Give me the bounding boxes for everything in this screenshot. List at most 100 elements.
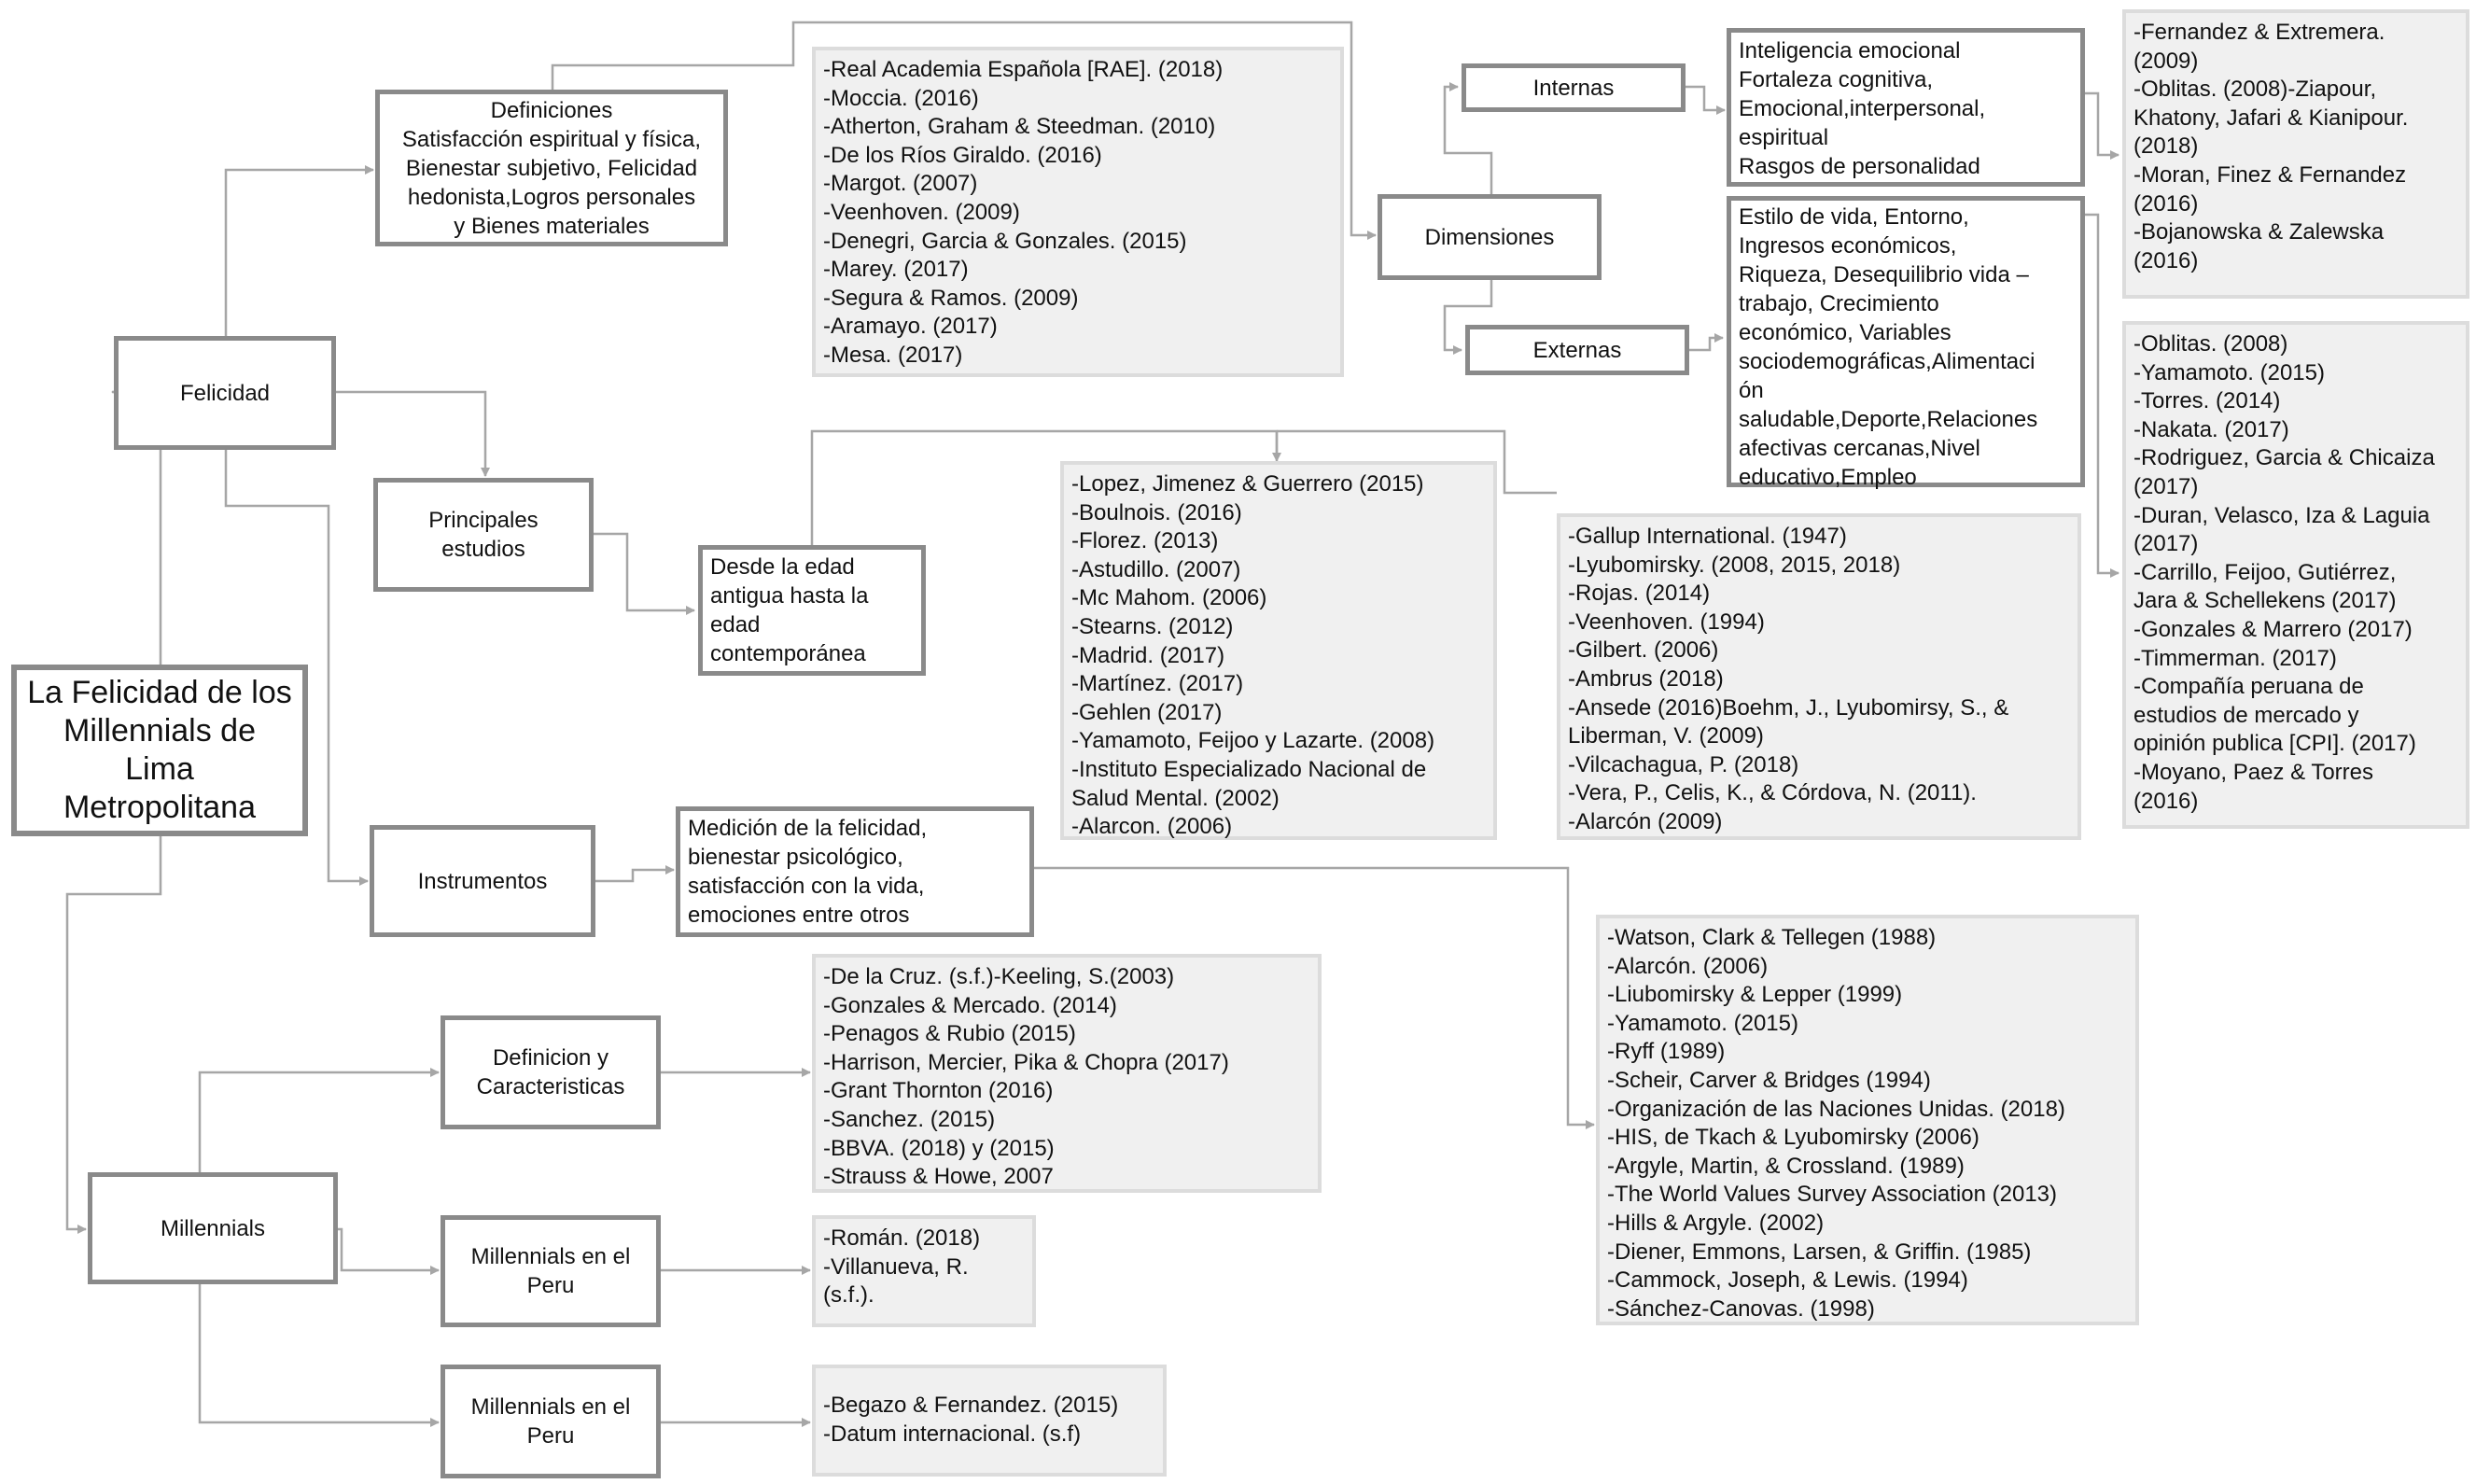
reference-item: (2017) bbox=[2133, 531, 2199, 557]
reference-item: -Sánchez-Canovas. (1998) bbox=[1607, 1295, 1875, 1322]
edge-millennials-peru1 bbox=[338, 1227, 440, 1275]
estudios-refs-b: -Gallup International. (1947) -Lyubomirs… bbox=[1557, 513, 2081, 840]
instrumentos-detail[interactable]: Medición de la felicidad, bienestar psic… bbox=[676, 806, 1034, 937]
instrumentos-node[interactable]: Instrumentos bbox=[370, 825, 595, 937]
reference-item: -Villanueva, R. bbox=[823, 1253, 969, 1280]
externas-node[interactable]: Externas bbox=[1465, 325, 1689, 375]
internas-refs: -Fernandez & Extremera. (2009) -Oblitas.… bbox=[2122, 9, 2469, 299]
reference-item: estudios de mercado y bbox=[2133, 702, 2359, 728]
reference-item: -Watson, Clark & Tellegen (1988) bbox=[1607, 925, 1937, 950]
reference-item: -Hills & Argyle. (2002) bbox=[1607, 1210, 1825, 1236]
reference-item: -Ambrus (2018) bbox=[1568, 665, 1724, 692]
root-line: La Felicidad de los bbox=[27, 675, 292, 710]
reference-item: -Gilbert. (2006) bbox=[1568, 637, 1719, 664]
reference-item: -De los Ríos Giraldo. (2016) bbox=[823, 142, 1102, 168]
instrumentos-detail-line: Medición de la felicidad, bbox=[688, 816, 928, 841]
reference-item: -Yamamoto. (2015) bbox=[2133, 359, 2325, 385]
edge-dimensiones-externas bbox=[1443, 278, 1493, 355]
estudios-refs-a: -Lopez, Jimenez & Guerrero (2015) -Bouln… bbox=[1060, 461, 1497, 840]
desde-line: antigua hasta la bbox=[710, 583, 869, 609]
reference-item: -Oblitas. (2008) bbox=[2133, 331, 2288, 357]
dimensiones-node[interactable]: Dimensiones bbox=[1378, 194, 1602, 280]
externas-detail-line: económico, Variables bbox=[1739, 320, 1951, 345]
externas-detail-line: saludable,Deporte,Relaciones bbox=[1739, 407, 2038, 432]
reference-item: -Aramayo. (2017) bbox=[823, 314, 998, 340]
reference-item: (2016) bbox=[2133, 190, 2199, 217]
reference-item: -Alarcon. (2006) bbox=[1071, 814, 1233, 840]
reference-item: -Lyubomirsky. (2008, 2015, 2018) bbox=[1568, 552, 1901, 578]
reference-item: (2016) bbox=[2133, 788, 2199, 814]
reference-item: -Astudillo. (2007) bbox=[1071, 556, 1241, 582]
reference-item: -Atherton, Graham & Steedman. (2010) bbox=[823, 114, 1216, 140]
millennials-node[interactable]: Millennials bbox=[88, 1172, 338, 1284]
externas-detail-line: afectivas cercanas,Nivel bbox=[1739, 436, 1980, 461]
reference-item: -Moccia. (2016) bbox=[823, 85, 979, 111]
root-node[interactable]: La Felicidad de los Millennials de Lima … bbox=[11, 665, 308, 836]
definiciones-line: hedonista,Logros personales bbox=[407, 184, 696, 210]
internas-label: Internas bbox=[1532, 75, 1615, 101]
externas-detail[interactable]: Estilo de vida, Entorno, Ingresos económ… bbox=[1727, 196, 2085, 490]
reference-item: Jara & Schellekens (2017) bbox=[2133, 588, 2397, 614]
definicion-refs: -De la Cruz. (s.f.)-Keeling, S.(2003) -G… bbox=[812, 954, 1322, 1193]
reference-item: -Florez. (2013) bbox=[1071, 528, 1219, 554]
internas-node[interactable]: Internas bbox=[1462, 63, 1686, 112]
reference-item: -Rojas. (2014) bbox=[1568, 581, 1711, 607]
definicion-line: Definicion y bbox=[492, 1045, 609, 1071]
externas-detail-line: trabajo, Crecimiento bbox=[1739, 291, 1939, 316]
reference-item: Liberman, V. (2009) bbox=[1568, 723, 1764, 749]
reference-item: -Gehlen (2017) bbox=[1071, 699, 1223, 725]
reference-item: -BBVA. (2018) y (2015) bbox=[823, 1135, 1055, 1161]
millennials-peru-node-1[interactable]: Millennials en el Peru bbox=[441, 1215, 661, 1327]
reference-item: (s.f.). bbox=[823, 1282, 874, 1309]
reference-item: -Marey. (2017) bbox=[823, 257, 969, 283]
reference-item: -Scheir, Carver & Bridges (1994) bbox=[1607, 1067, 1931, 1093]
definiciones-node[interactable]: Definiciones Satisfacción espiritual y f… bbox=[375, 90, 728, 246]
reference-item: -Diener, Emmons, Larsen, & Griffin. (198… bbox=[1607, 1239, 2032, 1265]
millennials-label: Millennials bbox=[160, 1215, 266, 1241]
estudios-node[interactable]: Principales estudios bbox=[373, 478, 594, 592]
felicidad-node[interactable]: Felicidad bbox=[114, 336, 336, 450]
reference-item: -Strauss & Howe, 2007 bbox=[823, 1164, 1054, 1190]
edge-internas-refs bbox=[2081, 91, 2119, 160]
edge-root-millennials bbox=[65, 836, 162, 1234]
edge-estudios-desde bbox=[594, 532, 695, 615]
edge-felicidad-definiciones bbox=[224, 165, 374, 336]
reference-item: -Román. (2018) bbox=[823, 1225, 981, 1251]
reference-item: -Yamamoto. (2015) bbox=[1607, 1010, 1798, 1036]
externas-detail-line: sociodemográficas,Alimentaci bbox=[1739, 349, 2035, 374]
reference-item: -Real Academia Española [RAE]. (2018) bbox=[823, 57, 1224, 82]
estudios-line: estudios bbox=[441, 537, 525, 562]
desde-line: Desde la edad bbox=[710, 554, 855, 580]
reference-item: -Moran, Finez & Fernandez bbox=[2133, 161, 2407, 188]
externas-detail-line: Riqueza, Desequilibrio vida – bbox=[1739, 262, 2029, 287]
reference-item: -Gallup International. (1947) bbox=[1568, 524, 1847, 549]
edge-externas-detail bbox=[1689, 333, 1724, 352]
felicidad-label: Felicidad bbox=[179, 380, 271, 406]
definicion-line: Caracteristicas bbox=[476, 1074, 625, 1099]
internas-detail-line: Inteligencia emocional bbox=[1739, 38, 1961, 63]
definicion-caracteristicas-node[interactable]: Definicion y Caracteristicas bbox=[441, 1015, 661, 1129]
desde-la-edad-node[interactable]: Desde la edad antigua hasta la edad cont… bbox=[698, 545, 926, 676]
edge-instrumentos-detail bbox=[595, 865, 675, 883]
internas-detail-line: Fortaleza cognitiva, bbox=[1739, 67, 1934, 92]
reference-item: -Harrison, Mercier, Pika & Chopra (2017) bbox=[823, 1049, 1229, 1075]
reference-item: (2018) bbox=[2133, 133, 2199, 160]
definiciones-line: Definiciones bbox=[490, 97, 613, 123]
externas-label: Externas bbox=[1532, 337, 1622, 363]
externas-detail-line: Estilo de vida, Entorno, bbox=[1739, 204, 1969, 230]
instrumentos-detail-line: satisfacción con la vida, bbox=[688, 874, 925, 899]
edge-millennials-definicion bbox=[198, 1068, 440, 1172]
peru-line: Peru bbox=[526, 1273, 575, 1298]
reference-item: -Grant Thornton (2016) bbox=[823, 1078, 1054, 1104]
reference-item: -Veenhoven. (1994) bbox=[1568, 609, 1765, 635]
peru-line: Millennials en el bbox=[470, 1244, 631, 1269]
externas-detail-line: ón bbox=[1739, 378, 1764, 403]
reference-item: -Madrid. (2017) bbox=[1071, 642, 1225, 668]
reference-item: -Oblitas. (2008)-Ziapour, bbox=[2133, 77, 2377, 103]
externas-detail-line: Ingresos económicos, bbox=[1739, 233, 1957, 259]
millennials-peru-node-2[interactable]: Millennials en el Peru bbox=[441, 1365, 661, 1478]
internas-detail[interactable]: Inteligencia emocional Fortaleza cogniti… bbox=[1727, 28, 2085, 187]
reference-item: -Cammock, Joseph, & Lewis. (1994) bbox=[1607, 1267, 1968, 1294]
